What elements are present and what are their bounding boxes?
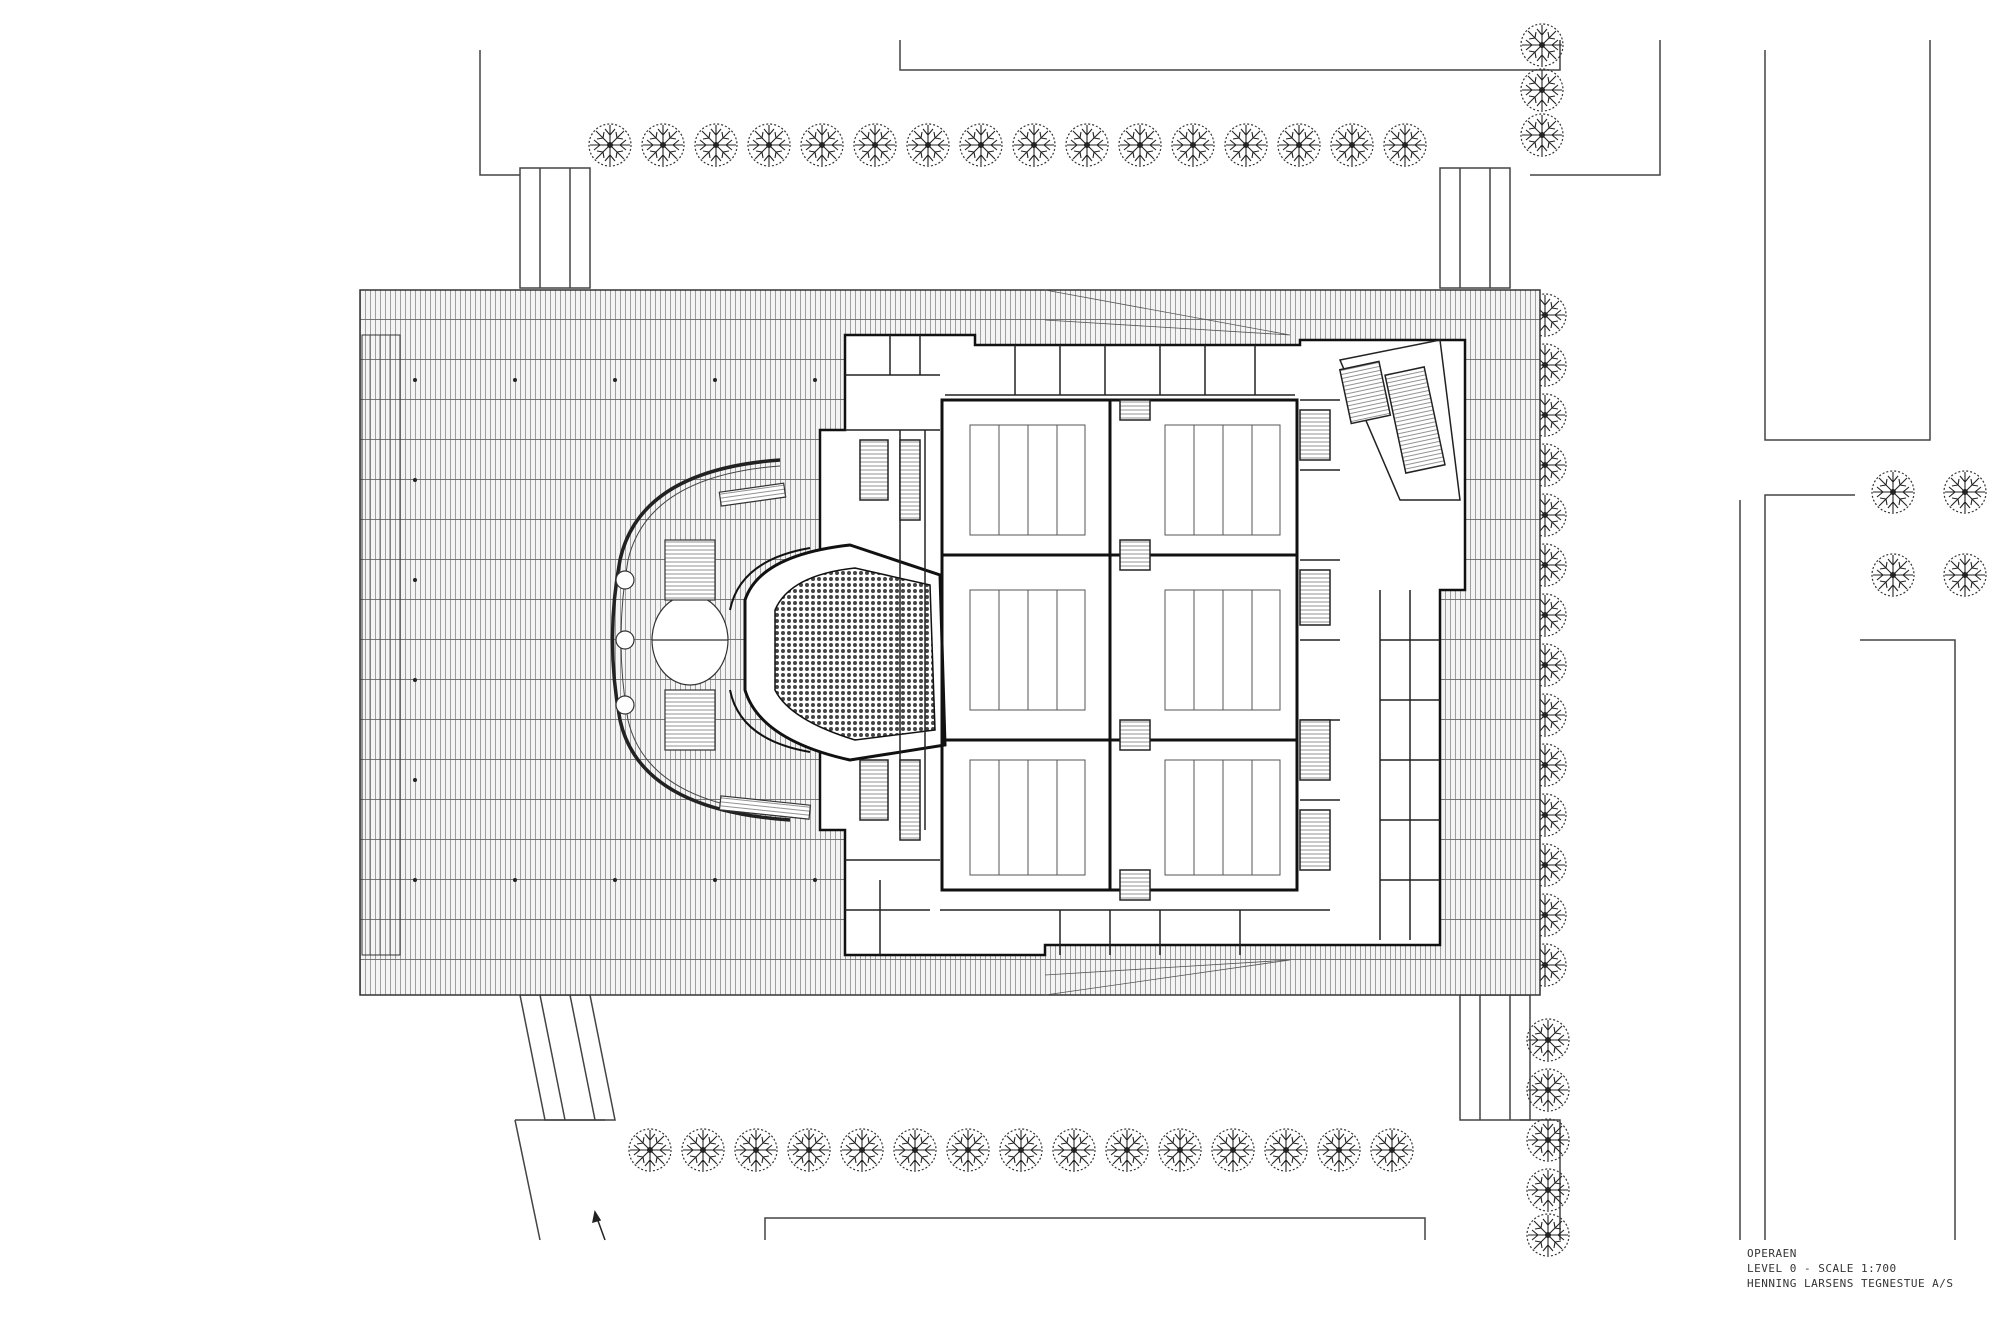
column-dots	[413, 378, 817, 882]
room-partitions	[845, 335, 1440, 955]
site-outline	[479, 40, 1956, 1241]
stair-cores	[859, 399, 1331, 901]
loading-dock	[1338, 339, 1461, 501]
title-project: OPERAEN	[1747, 1247, 1797, 1260]
title-block: OPERAEN LEVEL 0 - SCALE 1:700 HENNING LA…	[1747, 1246, 1954, 1291]
stage-panels	[969, 424, 1281, 876]
sightlines	[1044, 289, 1291, 996]
foyer-elements	[615, 482, 812, 820]
trees-bottom-row	[628, 1128, 1414, 1172]
auditorium	[729, 543, 947, 762]
trees-far-right	[1871, 470, 1987, 597]
foyer-facade	[610, 458, 791, 822]
bridges	[519, 167, 1531, 1121]
trees-top-row	[588, 123, 1427, 167]
north-arrow-icon	[592, 1210, 606, 1241]
entrance-steps	[361, 334, 401, 956]
title-architect: HENNING LARSENS TEGNESTUE A/S	[1747, 1277, 1954, 1290]
title-level-scale: LEVEL 0 - SCALE 1:700	[1747, 1262, 1897, 1275]
